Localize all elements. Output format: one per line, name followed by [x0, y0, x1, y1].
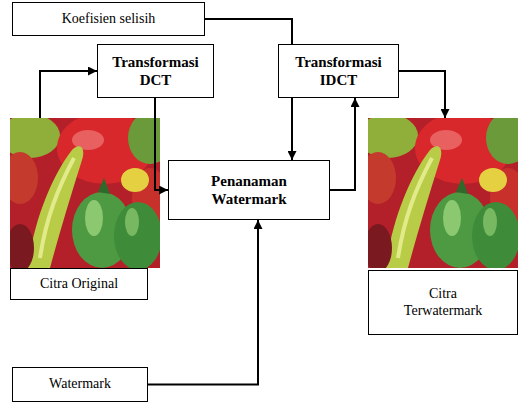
node-label: Koefisien selisih [62, 11, 156, 28]
flow-arrow [399, 71, 445, 118]
caption-box: Citra Terwatermark [368, 270, 518, 335]
image-box: Citra Original [10, 118, 148, 300]
node-label: Transformasi DCT [106, 53, 206, 89]
node-label: Transformasi IDCT [287, 53, 391, 89]
flow-arrow [155, 98, 168, 190]
flow-arrow [148, 220, 258, 385]
pepper-photo [0, 112, 172, 272]
pepper-photo [358, 112, 526, 272]
process-box: Transformasi IDCT [278, 44, 399, 98]
image-box: Citra Terwatermark [368, 118, 518, 335]
flow-arrow [330, 98, 355, 190]
process-box: Koefisien selisih [12, 2, 205, 36]
process-box: Transformasi DCT [97, 44, 214, 98]
caption-box: Citra Original [10, 268, 148, 300]
node-label: Citra Original [40, 276, 118, 293]
node-label: Penanaman Watermark [194, 172, 304, 208]
flow-arrow [40, 71, 97, 118]
node-label: Citra Terwatermark [398, 286, 488, 320]
process-box: Watermark [12, 367, 148, 402]
process-box: Penanaman Watermark [168, 160, 330, 220]
node-label: Watermark [49, 376, 111, 393]
